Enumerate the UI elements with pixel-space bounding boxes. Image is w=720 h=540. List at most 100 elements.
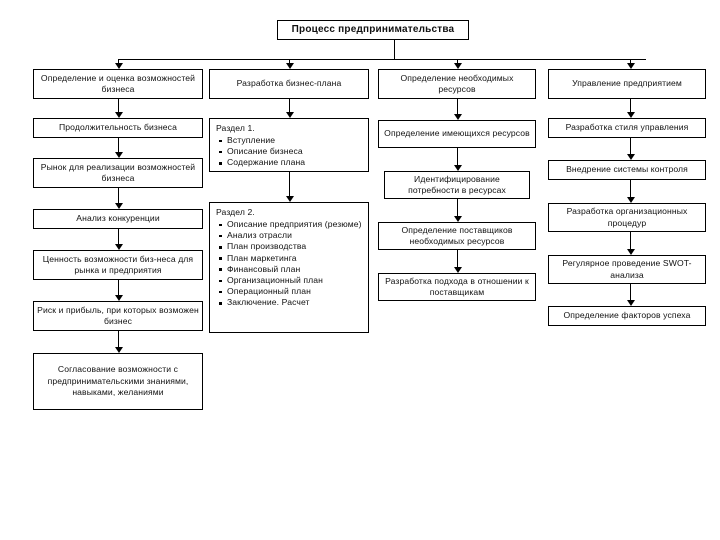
col2-section-2-heading: Раздел 2. bbox=[216, 207, 255, 217]
col1-step-5: Риск и прибыль, при которых возможен биз… bbox=[33, 301, 203, 331]
col1-connector-6 bbox=[118, 331, 120, 351]
diagram-title: Процесс предпринимательства bbox=[291, 24, 455, 36]
col1-connector-1 bbox=[118, 99, 120, 116]
arrow-down-col1-header bbox=[114, 63, 123, 69]
col4-step-5: Определение факторов успеха bbox=[548, 306, 706, 326]
col1-step-3-label: Анализ конкуренции bbox=[76, 213, 160, 224]
col3-step-4-label: Разработка подхода в отношении к поставщ… bbox=[385, 275, 529, 298]
col2-header-label: Разработка бизнес-плана bbox=[236, 78, 342, 89]
col4-connector-4 bbox=[630, 232, 632, 253]
list-item: Описание бизнеса bbox=[219, 146, 363, 157]
col1-connector-3 bbox=[118, 188, 120, 207]
col2-arrow-1 bbox=[285, 112, 294, 118]
col3-arrow-2 bbox=[453, 165, 462, 171]
col4-connector-3 bbox=[630, 180, 632, 201]
col4-arrow-5 bbox=[626, 300, 635, 306]
col2-arrow-2 bbox=[285, 196, 294, 202]
col1-step-1-label: Продолжительность бизнеса bbox=[59, 122, 177, 133]
list-item: Вступление bbox=[219, 135, 363, 146]
bus-drop-col1 bbox=[118, 59, 120, 66]
col4-header-label: Управление предприятием bbox=[572, 78, 682, 89]
col4-step-5-label: Определение факторов успеха bbox=[563, 310, 691, 321]
list-item: Содержание плана bbox=[219, 157, 363, 168]
col4-arrow-3 bbox=[626, 197, 635, 203]
col3-step-4: Разработка подхода в отношении к поставщ… bbox=[378, 273, 536, 301]
col1-step-6-label: Согласование возможности с предпринимате… bbox=[47, 364, 189, 398]
col4-connector-5 bbox=[630, 284, 632, 304]
col1-step-4: Ценность возможности биз-неса для рынка … bbox=[33, 250, 203, 280]
col2-section-2-list: Описание предприятия (резюме) Анализ отр… bbox=[216, 219, 363, 309]
col4-step-2: Внедрение системы контроля bbox=[548, 160, 706, 180]
list-item: Финансовый план bbox=[219, 264, 363, 275]
col3-step-1-label: Определение имеющихся ресурсов bbox=[384, 128, 530, 139]
bus-drop-col2 bbox=[289, 59, 291, 66]
col1-step-3: Анализ конкуренции bbox=[33, 209, 203, 229]
col3-step-2: Идентифицирование потребности в ресурсах bbox=[384, 171, 530, 199]
col1-connector-5 bbox=[118, 280, 120, 299]
col2-section-1-heading: Раздел 1. bbox=[216, 123, 255, 133]
col4-step-4: Регулярное проведение SWOT-анализа bbox=[548, 255, 706, 284]
col4-step-1-label: Разработка стиля управления bbox=[565, 122, 689, 133]
list-item: Описание предприятия (резюме) bbox=[219, 219, 362, 229]
col3-connector-4 bbox=[457, 250, 459, 271]
col1-connector-2 bbox=[118, 138, 120, 156]
col1-connector-4 bbox=[118, 229, 120, 248]
col2-section-1: Раздел 1. Вступление Описание бизнеса Со… bbox=[209, 118, 369, 172]
col1-step-6: Согласование возможности с предпринимате… bbox=[33, 353, 203, 410]
col2-connector-1 bbox=[289, 99, 291, 116]
col4-step-4-label: Регулярное проведение SWOT-анализа bbox=[562, 258, 692, 280]
arrow-down-col3-header bbox=[453, 63, 462, 69]
col3-arrow-1 bbox=[453, 114, 462, 120]
col2-section-2: Раздел 2. Описание предприятия (резюме) … bbox=[209, 202, 369, 333]
col1-step-1: Продолжительность бизнеса bbox=[33, 118, 203, 138]
col3-step-1: Определение имеющихся ресурсов bbox=[378, 120, 536, 148]
col3-connector-1 bbox=[457, 99, 459, 118]
list-item: Анализ отрасли bbox=[219, 230, 363, 241]
col3-connector-2 bbox=[457, 148, 459, 169]
arrow-down-col4-header bbox=[626, 63, 635, 69]
col1-step-2: Рынок для реализации возможностей бизнес… bbox=[33, 158, 203, 188]
diagram-title-box: Процесс предпринимательства bbox=[277, 20, 469, 40]
list-item: Операционный план bbox=[219, 286, 363, 297]
col2-header-box: Разработка бизнес-плана bbox=[209, 69, 369, 99]
col1-step-2-label: Рынок для реализации возможностей бизнес… bbox=[40, 161, 196, 184]
list-item: Организационный план bbox=[219, 275, 363, 286]
col1-arrow-5 bbox=[114, 295, 123, 301]
col3-arrow-3 bbox=[453, 216, 462, 222]
col3-connector-3 bbox=[457, 199, 459, 220]
col4-step-3: Разработка организационных процедур bbox=[548, 203, 706, 232]
col3-step-3-label: Определение поставщиков необходимых ресу… bbox=[401, 224, 513, 247]
list-item: План маркетинга bbox=[219, 253, 363, 264]
col4-step-1: Разработка стиля управления bbox=[548, 118, 706, 138]
col4-arrow-1 bbox=[626, 112, 635, 118]
col4-arrow-2 bbox=[626, 154, 635, 160]
col2-section-1-list: Вступление Описание бизнеса Содержание п… bbox=[216, 135, 363, 169]
col4-connector-2 bbox=[630, 138, 632, 158]
col1-arrow-6 bbox=[114, 347, 123, 353]
col1-arrow-4 bbox=[114, 244, 123, 250]
arrow-down-col2-header bbox=[285, 63, 294, 69]
col3-step-2-label: Идентифицирование потребности в ресурсах bbox=[408, 173, 506, 196]
bus-drop-col3 bbox=[457, 59, 459, 66]
col1-step-4-label: Ценность возможности биз-неса для рынка … bbox=[42, 253, 194, 276]
col3-header-label: Определение необходимых ресурсов bbox=[400, 72, 514, 95]
col1-header-box: Определение и оценка возможностей бизнес… bbox=[33, 69, 203, 99]
col1-arrow-1 bbox=[114, 112, 123, 118]
distribution-bus-connector bbox=[118, 59, 646, 61]
bus-drop-col4 bbox=[630, 59, 632, 66]
col3-step-3: Определение поставщиков необходимых ресу… bbox=[378, 222, 536, 250]
col1-arrow-3 bbox=[114, 203, 123, 209]
col1-header-label: Определение и оценка возможностей бизнес… bbox=[40, 72, 196, 95]
col2-connector-2 bbox=[289, 172, 291, 200]
col3-arrow-4 bbox=[453, 267, 462, 273]
list-item: План производства bbox=[219, 241, 363, 252]
list-item: Заключение. Расчет bbox=[219, 297, 363, 308]
title-stem-connector bbox=[394, 40, 396, 60]
col1-arrow-2 bbox=[114, 152, 123, 158]
col4-step-3-label: Разработка организационных процедур bbox=[566, 206, 688, 228]
col4-arrow-4 bbox=[626, 249, 635, 255]
col4-step-2-label: Внедрение системы контроля bbox=[566, 164, 688, 175]
col4-header-box: Управление предприятием bbox=[548, 69, 706, 99]
col4-connector-1 bbox=[630, 99, 632, 116]
